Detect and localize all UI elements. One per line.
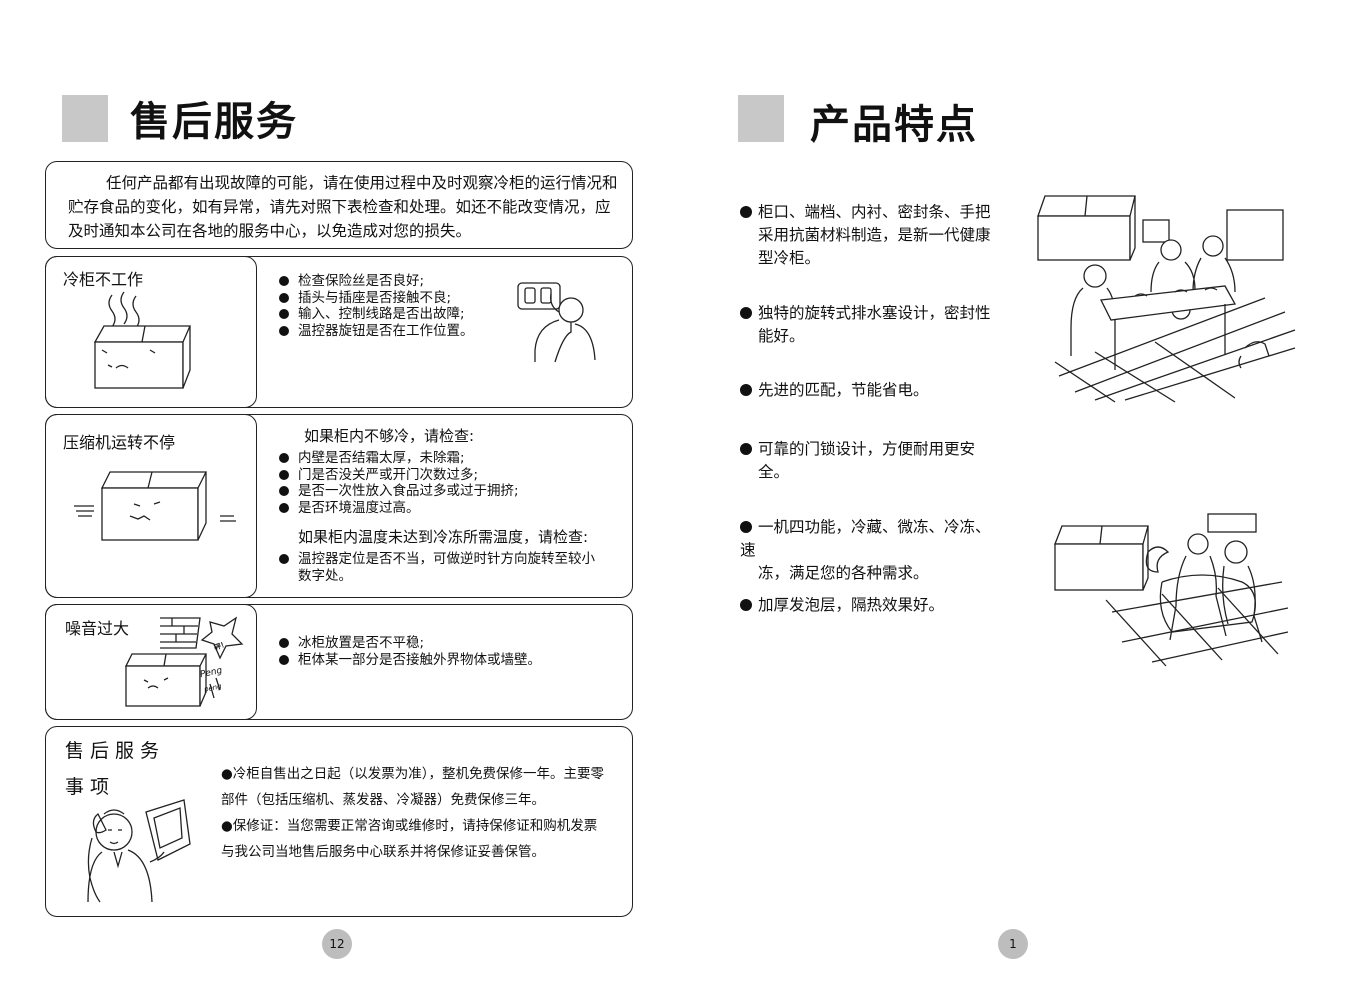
feature-item: 独特的旋转式排水塞设计，密封性 能好。 xyxy=(740,302,1000,348)
list-item: 温控器定位是否不当，可做逆时针方向旋转至较小数字处。 xyxy=(277,551,607,584)
list-item: 门是否没关严或开门次数过多; xyxy=(277,467,577,484)
problem-list-compressor-2: 温控器定位是否不当，可做逆时针方向旋转至较小数字处。 xyxy=(277,551,607,584)
problem-list-not-working: 检查保险丝是否良好; 插头与插座是否接触不良; 输入、控制线路是否出故障; 温控… xyxy=(277,273,517,339)
intro-text: 任何产品都有出现故障的可能，请在使用过程中及时观察冷柜的运行情况和贮存食品的变化… xyxy=(68,174,618,240)
list-item: 是否环境温度过高。 xyxy=(277,500,577,517)
problem-title-not-working: 冷柜不工作 xyxy=(63,270,144,289)
list-item: 是否一次性放入食品过多或过于拥挤; xyxy=(277,483,577,500)
feature-item: 先进的匹配，节能省电。 xyxy=(740,379,1000,402)
problem-label-cell xyxy=(45,256,257,408)
service-title-line1: 售后服务 xyxy=(65,740,166,762)
feature-item: 柜口、端档、内衬、密封条、手把 采用抗菌材料制造，是新一代健康型冷柜。 xyxy=(740,201,1000,270)
feature-item: 一机四功能，冷藏、微冻、冷冻、速 冻，满足您的各种需求。 xyxy=(740,518,991,582)
title-marker-square xyxy=(62,95,108,142)
bullet-dot-icon xyxy=(740,443,752,455)
page-title-after-sales: 售后服务 xyxy=(130,99,298,145)
feature-item: 加厚发泡层，隔热效果好。 xyxy=(740,594,1000,617)
service-paragraph-1: ●冷柜自售出之日起（以发票为准），整机免费保修一年。主要零部件（包括压缩机、蒸发… xyxy=(221,766,605,808)
freezer-running-illustration xyxy=(74,471,236,541)
problem-title-noise: 噪音过大 xyxy=(65,619,130,638)
problem-label-cell xyxy=(45,604,257,720)
service-title-line2: 事项 xyxy=(65,776,116,798)
list-item: 插头与插座是否接触不良; xyxy=(277,290,517,307)
list-item: 检查保险丝是否良好; xyxy=(277,273,517,290)
bullet-dot-icon xyxy=(740,307,752,319)
bullet-dot-icon xyxy=(740,384,752,396)
compressor-subheading-1: 如果柜内不够冷，请检查: xyxy=(304,427,475,445)
bullet-dot-icon xyxy=(740,599,752,611)
compressor-subheading-2: 如果柜内温度未达到冷冻所需温度，请检查: xyxy=(298,528,589,546)
couple-relaxing-illustration xyxy=(1054,513,1289,667)
problem-list-compressor-1: 内壁是否结霜太厚，未除霜; 门是否没关严或开门次数过多; 是否一次性放入食品过多… xyxy=(277,450,577,516)
list-item: 输入、控制线路是否出故障; xyxy=(277,306,517,323)
service-box xyxy=(45,726,633,917)
list-item: 温控器旋钮是否在工作位置。 xyxy=(277,323,517,340)
family-dinner-illustration xyxy=(1037,195,1296,403)
problem-label-cell xyxy=(45,414,257,598)
title-marker-square xyxy=(738,95,784,142)
page-title-features: 产品特点 xyxy=(810,102,978,148)
problem-list-noise: 冰柜放置是否不平稳; 柜体某一部分是否接触外界物体或墙壁。 xyxy=(277,635,577,668)
list-item: 柜体某一部分是否接触外界物体或墙壁。 xyxy=(277,652,577,669)
bullet-dot-icon xyxy=(740,521,752,533)
feature-item: 可靠的门锁设计，方便耐用更安 全。 xyxy=(740,438,1000,484)
freezer-wall-bump-illustration xyxy=(124,616,244,707)
page-number-right: 1 xyxy=(998,929,1028,959)
outlet-check-illustration xyxy=(517,282,596,363)
problem-title-compressor: 压缩机运转不停 xyxy=(63,433,176,452)
bullet-dot-icon xyxy=(740,206,752,218)
service-paragraph-2: ●保修证：当您需要正常咨询或维修时，请持保修证和购机发票与我公司当地售后服务中心… xyxy=(221,818,598,860)
list-item: 冰柜放置是否不平稳; xyxy=(277,635,577,652)
freezer-steam-illustration xyxy=(93,291,191,389)
list-item: 内壁是否结霜太厚，未除霜; xyxy=(277,450,577,467)
man-on-phone-illustration xyxy=(87,799,191,903)
intro-box: 任何产品都有出现故障的可能，请在使用过程中及时观察冷柜的运行情况和贮存食品的变化… xyxy=(45,161,633,249)
page-number-left: 12 xyxy=(322,929,352,959)
